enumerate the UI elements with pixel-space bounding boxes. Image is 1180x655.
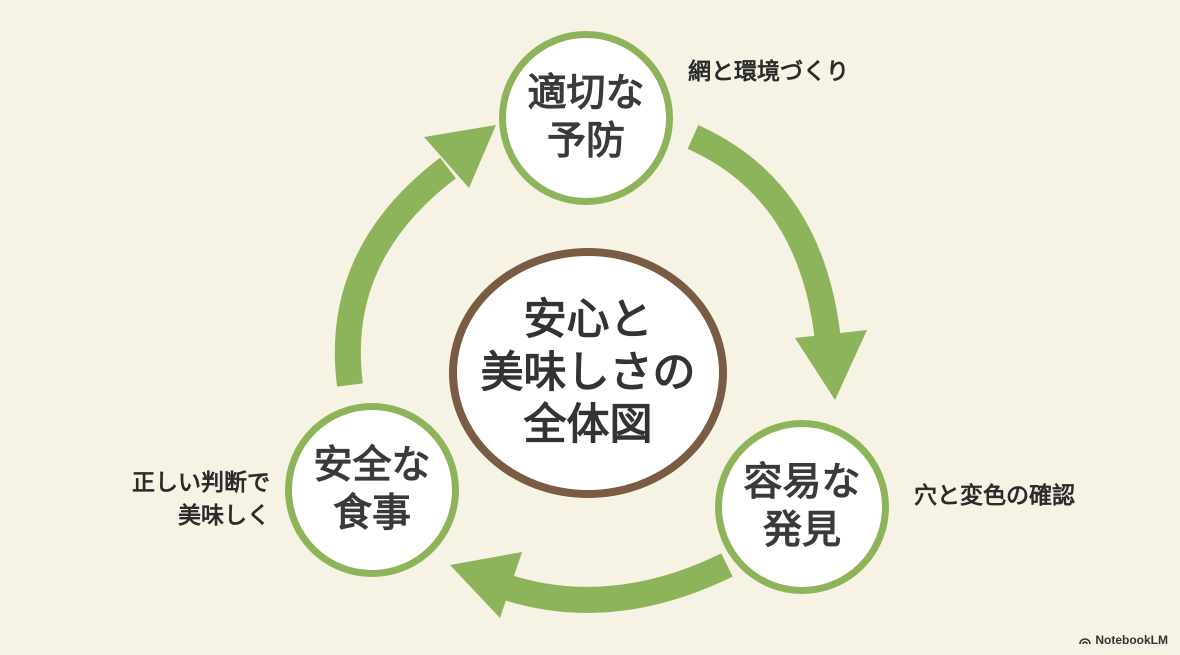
arrow-left-to-top xyxy=(334,157,456,387)
node-safe-eating-label: 安全な 食事 xyxy=(313,443,431,536)
caption-prevention: 網と環境づくり xyxy=(688,59,849,85)
arrow-top-to-right xyxy=(687,125,841,343)
node-safe-eating: 安全な 食事 xyxy=(285,403,459,577)
center-title: 安心と 美味しさの 全体図 xyxy=(480,295,696,451)
arrow-right-to-left xyxy=(498,553,733,613)
watermark: NotebookLM xyxy=(1079,633,1168,647)
node-discovery-label: 容易な 発見 xyxy=(743,460,861,553)
notebooklm-logo-icon xyxy=(1079,637,1092,644)
arrow-right-to-left-head xyxy=(450,552,522,618)
node-prevention: 適切な 予防 xyxy=(499,31,673,205)
node-prevention-label: 適切な 予防 xyxy=(527,71,645,164)
node-discovery: 容易な 発見 xyxy=(715,420,889,594)
arrow-top-to-right-head xyxy=(795,330,867,400)
caption-discovery: 穴と変色の確認 xyxy=(914,483,1075,509)
caption-safe-eating: 正しい判断で 美味しく xyxy=(132,470,270,530)
arrow-left-to-top-head xyxy=(424,125,496,188)
watermark-text: NotebookLM xyxy=(1095,633,1168,647)
center-circle: 安心と 美味しさの 全体図 xyxy=(449,248,727,498)
